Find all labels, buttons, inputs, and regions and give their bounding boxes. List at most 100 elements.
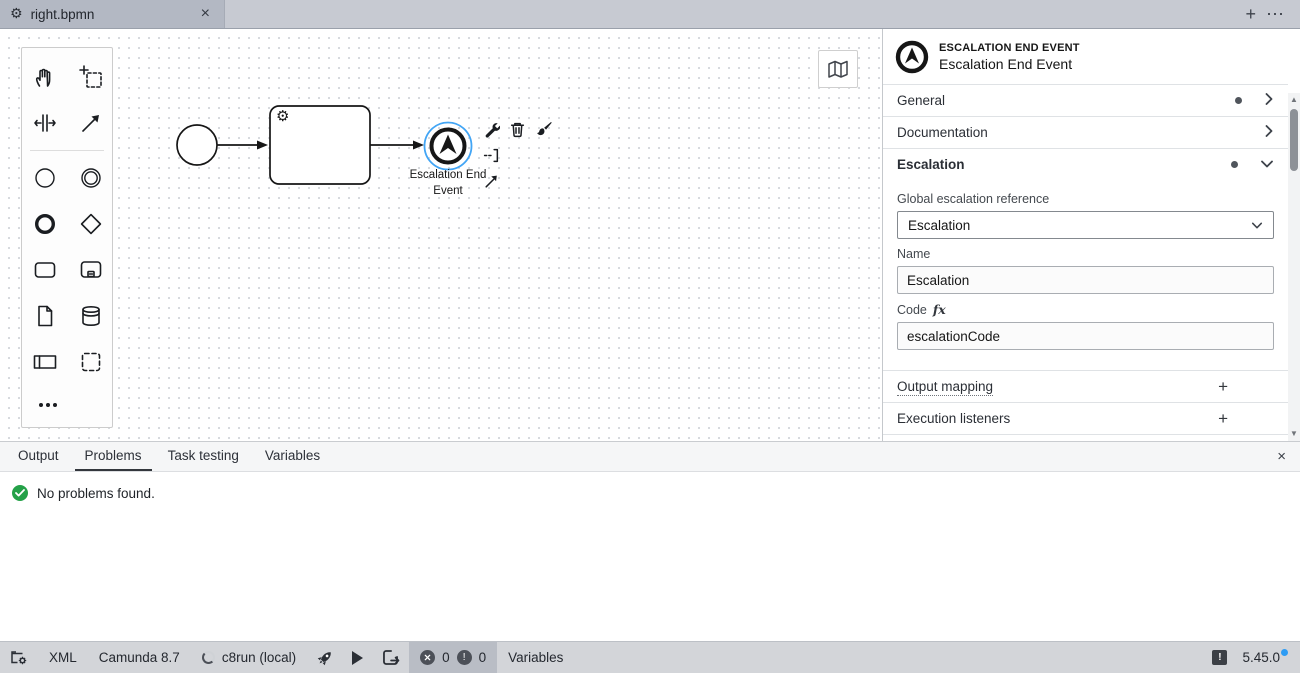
spinner-icon bbox=[201, 651, 215, 664]
data-store-icon bbox=[82, 306, 100, 326]
participant-icon bbox=[33, 355, 57, 369]
feel-expression-icon[interactable]: fx bbox=[932, 302, 946, 317]
scrollbar-thumb[interactable] bbox=[1290, 109, 1298, 171]
engine-version-button[interactable]: Camunda 8.7 bbox=[98, 650, 180, 665]
selection-outline bbox=[423, 121, 473, 171]
add-output-mapping-icon[interactable]: + bbox=[1218, 376, 1228, 396]
end-event-icon bbox=[34, 213, 56, 235]
group-icon bbox=[81, 352, 101, 372]
minimap-toggle-button[interactable] bbox=[818, 50, 858, 88]
warning-count: 0 bbox=[478, 650, 487, 665]
tab-output[interactable]: Output bbox=[18, 448, 59, 463]
problems-toggle-button[interactable]: 0 ! 0 bbox=[409, 642, 498, 673]
group-filled-dot bbox=[1231, 161, 1238, 168]
bottom-panel-tabs: Output Problems Task testing Variables × bbox=[0, 442, 1300, 472]
space-tool-icon bbox=[34, 114, 56, 132]
tab-right-bpmn[interactable]: ⚙ right.bpmn × bbox=[0, 0, 225, 28]
append-text-annotation-button[interactable] bbox=[482, 146, 501, 165]
connect-button[interactable] bbox=[482, 172, 501, 191]
add-execution-listener-icon[interactable]: + bbox=[1218, 408, 1228, 428]
close-panel-icon[interactable]: × bbox=[1277, 448, 1286, 465]
variables-button[interactable]: Variables bbox=[508, 650, 564, 665]
connect-arrow-icon bbox=[485, 175, 497, 188]
runtime-status-button[interactable]: c8run (local) bbox=[191, 642, 307, 673]
bottom-panel: Output Problems Task testing Variables ×… bbox=[0, 441, 1300, 641]
group-escalation[interactable]: Escalation bbox=[883, 148, 1288, 180]
task-icon bbox=[34, 262, 56, 278]
update-available-dot bbox=[1281, 649, 1288, 656]
group-general[interactable]: General bbox=[883, 84, 1288, 116]
create-end-event[interactable] bbox=[22, 201, 68, 247]
tab-problems[interactable]: Problems bbox=[74, 442, 152, 471]
global-escalation-reference-select[interactable]: Escalation bbox=[897, 211, 1274, 239]
space-tool[interactable] bbox=[22, 100, 68, 146]
create-intermediate-event[interactable] bbox=[68, 155, 114, 201]
tab-bar: ⚙ right.bpmn × + ⋯ bbox=[0, 0, 1300, 29]
set-color-button[interactable] bbox=[534, 120, 553, 139]
new-tab-button[interactable]: + bbox=[1245, 4, 1256, 24]
escalation-end-event-icon bbox=[895, 40, 929, 74]
deploy-button[interactable] bbox=[307, 642, 343, 673]
code-input[interactable] bbox=[897, 322, 1274, 350]
error-icon bbox=[420, 650, 436, 665]
escalation-end-event-shape[interactable] bbox=[423, 121, 473, 171]
window-menu-button[interactable]: ⋯ bbox=[1266, 4, 1284, 24]
open-diagram-button[interactable] bbox=[372, 642, 409, 673]
start-instance-button[interactable] bbox=[343, 642, 372, 673]
connect-arrow-icon bbox=[82, 115, 99, 132]
create-data-store[interactable] bbox=[68, 293, 114, 339]
paintbrush-icon bbox=[537, 122, 552, 136]
scroll-up-icon[interactable]: ▲ bbox=[1290, 94, 1298, 104]
panel-settings-button[interactable] bbox=[0, 642, 38, 673]
group-execution-listeners[interactable]: Execution listeners + bbox=[883, 402, 1288, 434]
warning-icon: ! bbox=[456, 650, 472, 665]
ellipsis-icon bbox=[39, 403, 43, 407]
tab-task-testing[interactable]: Task testing bbox=[167, 448, 239, 463]
sequence-flow-1[interactable] bbox=[217, 140, 268, 150]
group-documentation[interactable]: Documentation bbox=[883, 116, 1288, 148]
element-type-label: ESCALATION END EVENT bbox=[939, 42, 1080, 54]
hand-tool[interactable] bbox=[22, 54, 68, 100]
create-subprocess[interactable] bbox=[68, 247, 114, 293]
create-task[interactable] bbox=[22, 247, 68, 293]
lasso-tool[interactable] bbox=[68, 54, 114, 100]
create-data-object[interactable] bbox=[22, 293, 68, 339]
feedback-button[interactable]: ! bbox=[1203, 642, 1236, 673]
scroll-down-icon[interactable]: ▼ bbox=[1290, 428, 1298, 438]
panel-gear-icon bbox=[11, 650, 27, 664]
bpmn-file-icon: ⚙ bbox=[10, 6, 23, 22]
start-event-shape[interactable] bbox=[176, 124, 218, 166]
sequence-flow-2[interactable] bbox=[370, 140, 424, 150]
create-participant[interactable] bbox=[22, 339, 68, 385]
intermediate-event-icon bbox=[81, 168, 101, 188]
palette-separator bbox=[30, 150, 104, 151]
create-start-event[interactable] bbox=[22, 155, 68, 201]
create-gateway[interactable] bbox=[68, 201, 114, 247]
feedback-bubble-icon: ! bbox=[1212, 650, 1228, 665]
more-tools-button[interactable] bbox=[22, 385, 112, 425]
global-connect-tool[interactable] bbox=[68, 100, 114, 146]
name-label: Name bbox=[897, 247, 931, 261]
create-group[interactable] bbox=[68, 339, 114, 385]
version-button[interactable]: 5.45.0 bbox=[1236, 642, 1300, 673]
subprocess-icon bbox=[80, 261, 102, 278]
end-event-label[interactable]: Escalation End Event bbox=[409, 169, 487, 197]
bpmn-canvas[interactable]: ⚙ Escalation End Event bbox=[0, 29, 882, 441]
xml-toggle-button[interactable]: XML bbox=[49, 650, 77, 665]
hand-icon bbox=[35, 68, 51, 87]
tab-close-icon[interactable]: × bbox=[200, 5, 210, 22]
play-icon bbox=[352, 650, 364, 665]
group-filled-dot bbox=[1235, 97, 1242, 104]
change-type-button[interactable] bbox=[482, 120, 501, 139]
tab-variables[interactable]: Variables bbox=[264, 448, 321, 463]
delete-button[interactable] bbox=[508, 120, 527, 139]
properties-scrollbar[interactable]: ▲ ▼ bbox=[1288, 93, 1300, 441]
start-event-icon bbox=[35, 168, 55, 188]
open-window-icon bbox=[383, 650, 400, 665]
name-input[interactable] bbox=[897, 266, 1274, 294]
group-output-mapping[interactable]: Output mapping + bbox=[883, 370, 1288, 402]
trash-icon bbox=[510, 122, 525, 138]
lasso-icon bbox=[79, 65, 102, 88]
